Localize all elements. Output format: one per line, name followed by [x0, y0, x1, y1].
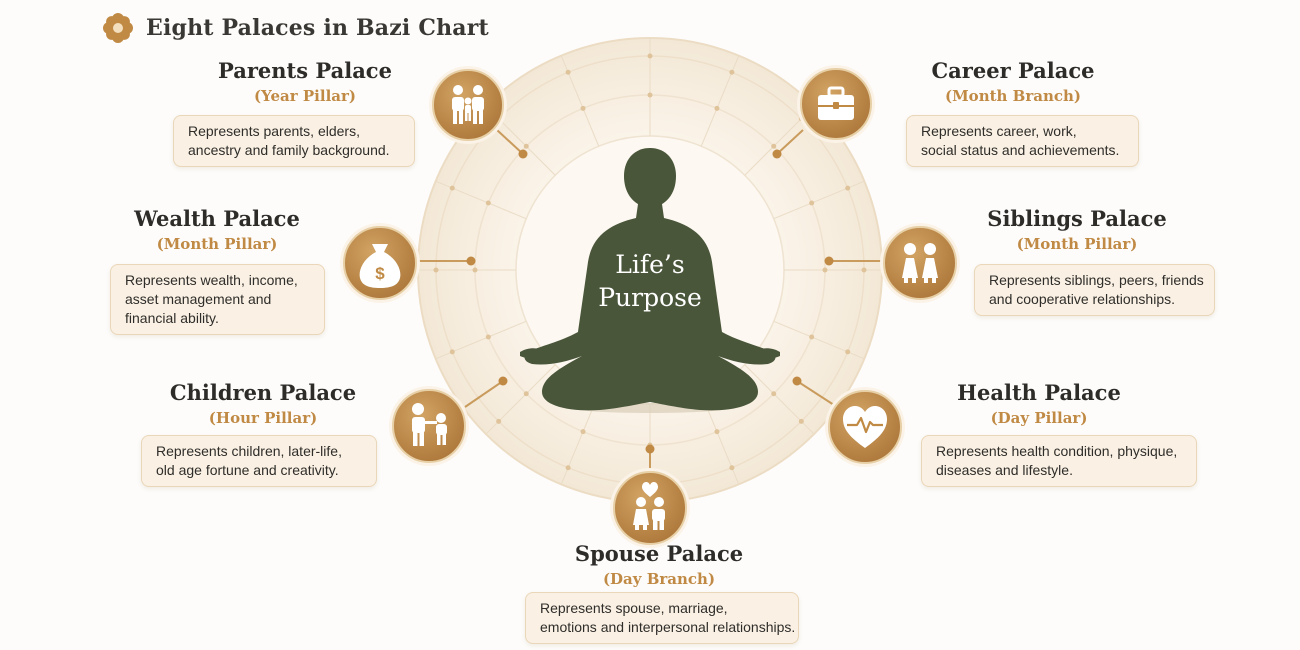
- children-desc-line: old age fortune and creativity.: [156, 462, 339, 478]
- wheel-dot: [580, 429, 586, 435]
- health-palace-heading: Health Palace (Day Pillar): [889, 380, 1189, 429]
- wheel-dot: [485, 200, 491, 206]
- wheel-dot: [647, 53, 653, 59]
- wheel-dot: [729, 69, 735, 75]
- wealth-palace-pillar: (Month Pillar): [156, 235, 278, 253]
- page-title: Eight Palaces in Bazi Chart: [146, 15, 489, 41]
- children-desc-line: Represents children, later-life,: [156, 443, 342, 459]
- wheel-dot: [714, 105, 720, 111]
- wheel-dot: [798, 418, 804, 424]
- wheel-dot: [861, 267, 867, 273]
- spouse-palace-pillar: (Day Branch): [602, 570, 716, 588]
- wealth-palace-name: Wealth Palace: [134, 206, 300, 231]
- children-palace-pillar: (Hour Pillar): [208, 409, 318, 427]
- center-label-line2: Purpose: [598, 283, 702, 312]
- wheel-dot: [809, 200, 815, 206]
- spouse-palace-name: Spouse Palace: [574, 541, 744, 566]
- spouse-palace-description: Represents spouse, marriage, emotions an…: [525, 592, 799, 644]
- health-palace-description: Represents health condition, physique, d…: [921, 435, 1197, 487]
- center-label: Life’s Purpose: [540, 248, 760, 314]
- wheel-dot: [496, 418, 502, 424]
- wheel-dot: [714, 429, 720, 435]
- career-palace-heading: Career Palace (Month Branch): [863, 58, 1163, 107]
- money-bag-icon: $: [340, 223, 420, 303]
- parents-desc-line: ancestry and family background.: [188, 142, 390, 158]
- parents-palace-pillar: (Year Pillar): [254, 87, 356, 105]
- siblings-palace-pillar: (Month Pillar): [1016, 235, 1138, 253]
- parents-palace-heading: Parents Palace (Year Pillar): [155, 58, 455, 107]
- wheel-dot: [523, 391, 529, 397]
- svg-text:$: $: [375, 264, 385, 283]
- header: Eight Palaces in Bazi Chart: [102, 12, 489, 44]
- wealth-desc-line: financial ability.: [125, 310, 219, 326]
- health-palace-name: Health Palace: [957, 380, 1121, 405]
- spouse-palace-heading: Spouse Palace (Day Branch): [509, 541, 809, 590]
- wheel-dot: [771, 143, 777, 149]
- wheel-dot: [472, 267, 478, 273]
- parents-palace-name: Parents Palace: [218, 58, 392, 83]
- family-icon: [429, 66, 507, 144]
- wheel-dot: [845, 349, 851, 355]
- siblings-desc-line: Represents siblings, peers, friends: [989, 272, 1204, 288]
- flower-icon: [103, 13, 133, 43]
- center-label-line1: Life’s: [615, 250, 685, 279]
- siblings-icon: [880, 223, 960, 303]
- spouse-desc-line: emotions and interpersonal relationships…: [540, 619, 796, 635]
- children-palace-name: Children Palace: [169, 380, 357, 405]
- wealth-palace-description: Represents wealth, income, asset managem…: [110, 264, 325, 335]
- parents-desc-line: Represents parents, elders,: [188, 123, 360, 139]
- children-palace-heading: Children Palace (Hour Pillar): [113, 380, 413, 429]
- health-palace-pillar: (Day Pillar): [990, 409, 1088, 427]
- parents-palace-description: Represents parents, elders, ancestry and…: [173, 115, 415, 167]
- career-desc-line: Represents career, work,: [921, 123, 1077, 139]
- connector-lines: [418, 129, 882, 473]
- siblings-desc-line: and cooperative relationships.: [989, 291, 1176, 307]
- wheel-dot: [449, 185, 455, 191]
- career-palace-pillar: (Month Branch): [944, 87, 1081, 105]
- career-desc-line: social status and achievements.: [921, 142, 1120, 158]
- siblings-palace-name: Siblings Palace: [987, 206, 1167, 231]
- wheel-dot: [729, 465, 735, 471]
- wealth-desc-line: Represents wealth, income,: [125, 272, 298, 288]
- wheel-dot: [523, 143, 529, 149]
- meditating-figure-icon: [520, 148, 780, 413]
- health-desc-line: Represents health condition, physique,: [936, 443, 1178, 459]
- siblings-palace-heading: Siblings Palace (Month Pillar): [927, 206, 1227, 255]
- parent-child-icon: [389, 386, 469, 466]
- siblings-palace-description: Represents siblings, peers, friends and …: [974, 264, 1215, 316]
- career-palace-description: Represents career, work, social status a…: [906, 115, 1139, 167]
- wheel-dot: [580, 105, 586, 111]
- children-palace-description: Represents children, later-life, old age…: [141, 435, 377, 487]
- wheel-dot: [845, 185, 851, 191]
- couple-heart-icon: [610, 468, 690, 548]
- wealth-palace-heading: Wealth Palace (Month Pillar): [67, 206, 367, 255]
- wheel-dot: [771, 391, 777, 397]
- wheel-dot: [565, 69, 571, 75]
- wheel-dot: [449, 349, 455, 355]
- icon-badges: $: [340, 65, 960, 548]
- wheel-dot: [565, 465, 571, 471]
- wheel-dot: [822, 267, 828, 273]
- spouse-desc-line: Represents spouse, marriage,: [540, 600, 728, 616]
- heart-pulse-icon: [825, 387, 905, 467]
- wheel-dot: [433, 267, 439, 273]
- wheel-dot: [647, 92, 653, 98]
- wheel-dot: [809, 334, 815, 340]
- health-desc-line: diseases and lifestyle.: [936, 462, 1073, 478]
- career-palace-name: Career Palace: [931, 58, 1095, 83]
- wealth-desc-line: asset management and: [125, 291, 272, 307]
- briefcase-icon: [797, 65, 875, 143]
- wheel-dot: [485, 334, 491, 340]
